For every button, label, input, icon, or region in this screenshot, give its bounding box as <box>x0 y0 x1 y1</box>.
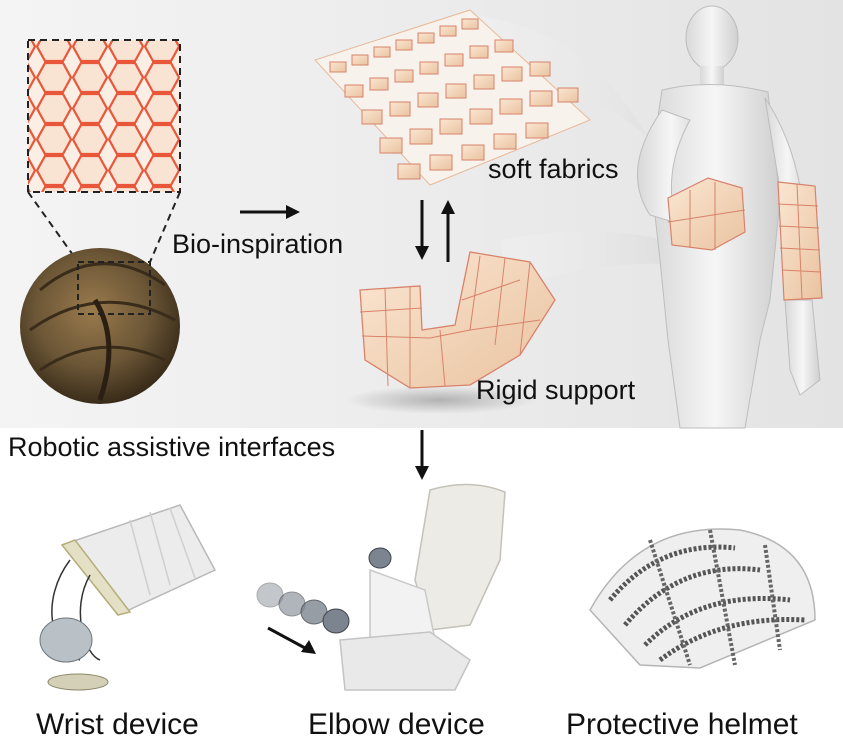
forearm-armor-on-body <box>777 181 823 301</box>
soft-fabrics-label: soft fabrics <box>488 154 619 184</box>
zoom-guide-lines <box>27 191 181 263</box>
elbow-device-icon <box>256 483 506 691</box>
elbow-device-label: Elbow device <box>308 708 485 741</box>
arrow-down-to-rigid <box>415 200 429 260</box>
bio-inspiration-label: Bio-inspiration <box>172 229 344 259</box>
arrow-bio-inspiration <box>240 205 300 219</box>
protective-helmet-icon <box>589 528 816 669</box>
wrist-device-icon <box>39 504 217 691</box>
rigid-support-label: Rigid support <box>476 375 636 405</box>
arrow-up-to-fabric <box>441 200 455 262</box>
armadillo-icon <box>20 248 180 404</box>
hexagon-mesh-icon <box>27 39 181 193</box>
arrow-down-to-devices <box>415 430 429 480</box>
protective-helmet-label: Protective helmet <box>566 708 798 741</box>
rigid-support-block <box>345 251 556 414</box>
soft-fabric-tile-array <box>314 9 591 186</box>
robotic-interfaces-label: Robotic assistive interfaces <box>8 432 336 462</box>
wrist-device-label: Wrist device <box>36 708 199 741</box>
elbow-armor-on-body <box>667 177 746 251</box>
